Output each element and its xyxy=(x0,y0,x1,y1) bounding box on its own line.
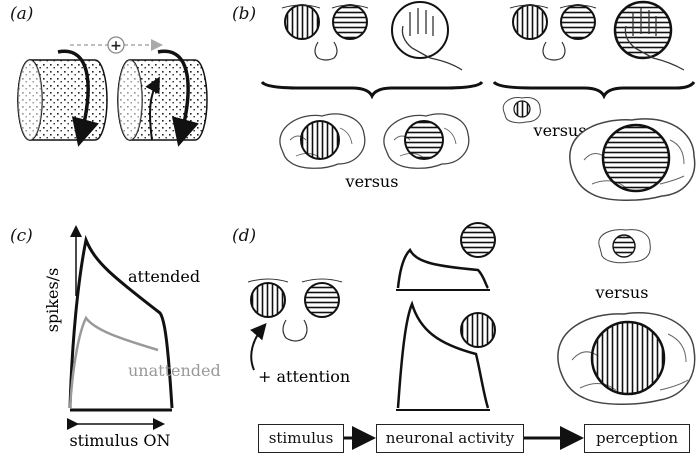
panel-b-diagram: versus versus xyxy=(260,0,696,202)
attention-arrow xyxy=(250,322,267,371)
face-d xyxy=(247,278,343,342)
brain-large-vertical-d xyxy=(557,312,696,406)
response-curve-vertical xyxy=(396,300,490,409)
versus-label-b-right: versus xyxy=(533,121,587,140)
y-axis-label: spikes/s xyxy=(43,268,62,333)
brain-small-vertical xyxy=(502,97,541,124)
versus-label-b-left: versus xyxy=(345,172,399,191)
x-axis-label: stimulus ON xyxy=(69,431,170,450)
panel-label-a: (a) xyxy=(10,4,34,24)
legend-attended: attended xyxy=(128,267,200,286)
face-right xyxy=(509,4,597,61)
brain-large-horizontal xyxy=(569,118,696,202)
grating-horizontal-small xyxy=(460,222,496,258)
brain-small-horizontal-d xyxy=(598,229,651,264)
versus-label-d: versus xyxy=(595,283,649,302)
flow-box-stimulus: stimulus xyxy=(258,424,344,453)
series-attended-line xyxy=(68,234,174,409)
response-curve-horizontal xyxy=(396,247,490,289)
flow-box-neuronal-activity: neuronal activity xyxy=(376,424,524,453)
cylinder-left xyxy=(17,49,108,147)
panel-label-d: (d) xyxy=(232,226,257,246)
panel-a-diagram: + xyxy=(17,36,208,147)
brace-right xyxy=(492,80,696,100)
plus-circle xyxy=(107,36,125,54)
plus-sign: + xyxy=(110,38,122,54)
brain-horizontal-left xyxy=(383,113,470,169)
panel-label-c: (c) xyxy=(10,226,33,246)
flow-box-perception: perception xyxy=(584,424,690,453)
legend-unattended: unattended xyxy=(128,361,221,380)
series-unattended-line xyxy=(68,315,159,409)
hand-circle-left xyxy=(391,1,463,71)
brace-left xyxy=(260,80,484,100)
hand-circle-right xyxy=(613,0,685,71)
brain-vertical-left xyxy=(279,113,366,169)
grating-vertical-small xyxy=(460,312,496,348)
panel-label-b: (b) xyxy=(232,4,257,24)
attention-label: + attention xyxy=(258,367,350,386)
panel-d-diagram: + attention versus xyxy=(247,222,696,450)
cylinder-right xyxy=(117,49,208,147)
panel-c-chart: spikes/s attended unattended stimulus ON xyxy=(43,225,221,450)
face-left xyxy=(281,4,369,61)
